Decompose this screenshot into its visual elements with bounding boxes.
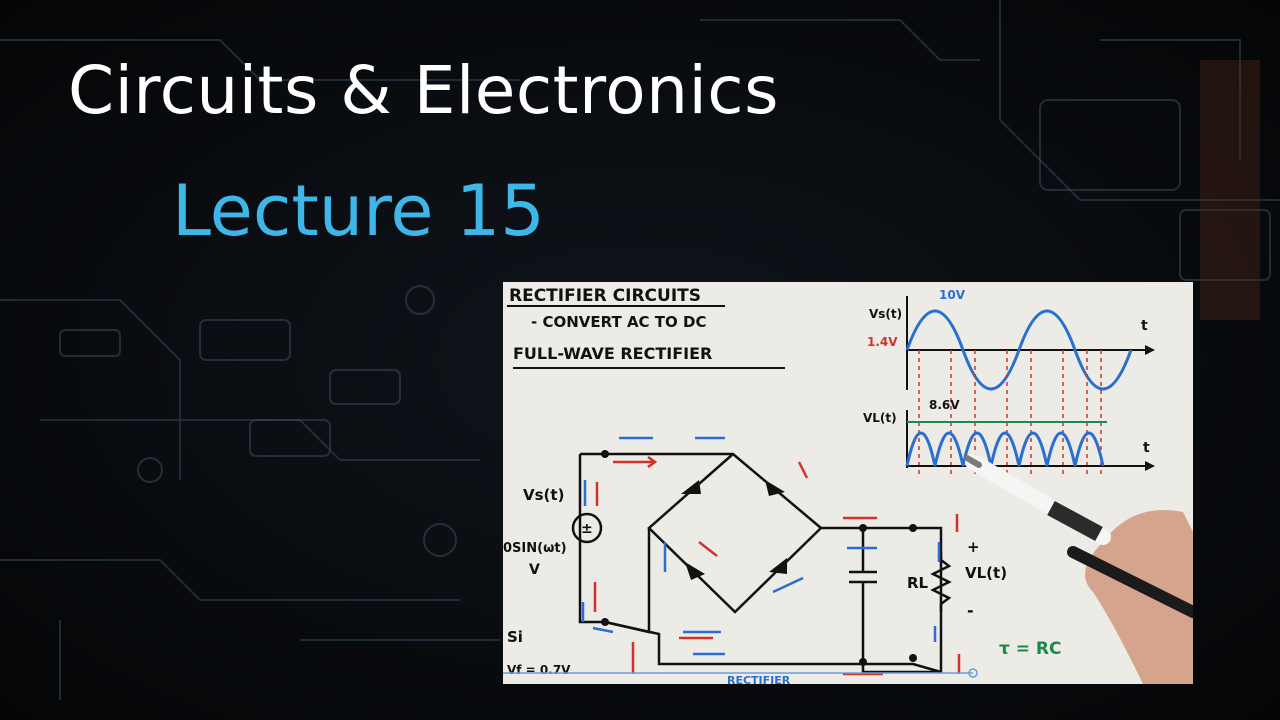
diode-forward-drop: Vf = 0.7V xyxy=(507,663,571,677)
load-minus-sign: - xyxy=(967,601,974,620)
bottom-caption: RECTIFIER xyxy=(727,674,791,684)
presenter-hand xyxy=(964,454,1193,684)
load-resistor-label: RL xyxy=(907,574,929,592)
source-unit: V xyxy=(529,562,540,578)
course-title: Circuits & Electronics xyxy=(68,52,779,129)
load-plus-sign: + xyxy=(967,538,980,556)
whiteboard-thumbnail: RECTIFIER CIRCUITS - CONVERT AC TO DC FU… xyxy=(503,282,1193,684)
board-heading: RECTIFIER CIRCUITS xyxy=(509,286,701,306)
vs-graph-label: Vs(t) xyxy=(869,307,902,321)
time-constant: τ = RC xyxy=(999,639,1062,659)
diodes xyxy=(681,480,787,580)
vs-peak-label: 10V xyxy=(939,288,966,302)
source-expression: 0SIN(ωt) xyxy=(503,541,567,556)
svg-text:±: ± xyxy=(581,521,593,537)
board-subheading: - CONVERT AC TO DC xyxy=(531,313,706,331)
vl-graph-label: VL(t) xyxy=(863,411,897,425)
lecture-number: Lecture 15 xyxy=(172,170,545,252)
vl-graph: VL(t) 8.6V t xyxy=(863,398,1155,471)
load-voltage-label: VL(t) xyxy=(965,564,1007,582)
whiteboard-drawing: RECTIFIER CIRCUITS - CONVERT AC TO DC FU… xyxy=(503,282,1193,684)
vs-time-axis-label: t xyxy=(1141,318,1148,334)
diode-material: Si xyxy=(507,628,523,646)
board-topic: FULL-WAVE RECTIFIER xyxy=(513,344,712,363)
current-arrows-red xyxy=(593,455,961,676)
source-label: Vs(t) xyxy=(523,486,564,504)
vl-time-axis-label: t xyxy=(1143,440,1150,456)
ac-source-symbol xyxy=(571,512,603,544)
vl-peak-label: 8.6V xyxy=(929,398,960,412)
vs-threshold-label: 1.4V xyxy=(867,335,898,349)
current-arrows-blue xyxy=(581,436,941,656)
